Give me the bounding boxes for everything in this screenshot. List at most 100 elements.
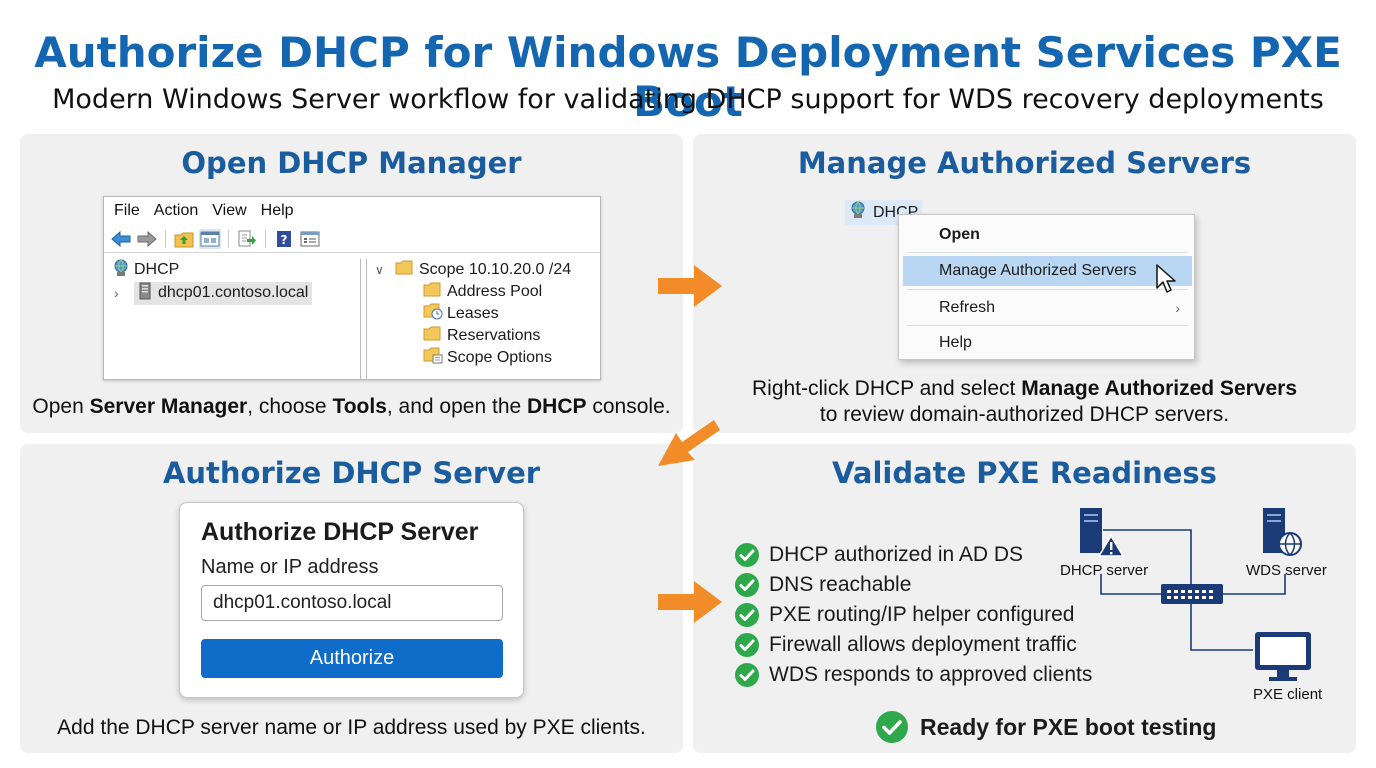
dhcp-globe-icon [849,201,867,224]
flow-arrow-down-left [658,420,720,466]
dhcp-globe-icon [112,259,130,282]
flow-arrow-right [658,265,722,307]
toolbar-separator [228,229,229,248]
step1-caption: Open Server Manager, choose Tools, and o… [32,395,671,418]
context-menu: Open Manage Authorized Servers Refresh ›… [898,214,1195,360]
panel-title: Open DHCP Manager [181,146,522,180]
tree-node-address-pool[interactable]: Address Pool [423,281,542,303]
folder-icon [395,260,413,280]
pxe-client-label: PXE client [1253,686,1323,703]
tree-node-dhcp[interactable]: DHCP [845,200,923,225]
field-label: Name or IP address [201,556,379,578]
tree-node-dhcp[interactable]: DHCP [112,259,179,281]
network-diagram [1080,508,1311,681]
panel-title: Manage Authorized Servers [797,146,1252,180]
panel-authorize-dhcp-server: Authorize DHCP Server Authorize DHCP Ser… [20,444,683,753]
dhcp-server-label: DHCP server [1060,562,1149,579]
tree-node-scope-label: Scope 10.10.20.0 /24 [419,261,572,278]
ready-status-label: Ready for PXE boot testing [920,713,1217,740]
toolbar-separator [165,229,166,248]
check-item-label: DNS reachable [769,573,912,596]
tree-node-server[interactable]: › dhcp01.contoso.local [114,281,313,305]
menu-view[interactable]: View [212,202,247,219]
wds-server-label: WDS server [1246,562,1327,579]
chevron-right-icon: › [1175,300,1180,316]
check-icon [735,543,759,567]
tree-node-scope[interactable]: ∨ Scope 10.10.20.0 /24 [375,259,571,281]
chevron-right-icon[interactable]: › [114,285,119,301]
menu-item-help[interactable]: Help [939,334,972,351]
menu-separator [907,325,1188,326]
check-item-label: DHCP authorized in AD DS [769,543,1024,566]
check-item: DHCP authorized in AD DS [734,542,1023,568]
menu-item-refresh[interactable]: Refresh › [903,293,1192,323]
tree-node-server-label: dhcp01.contoso.local [158,284,309,301]
toolbar: ? [104,225,600,253]
step3-caption: Add the DHCP server name or IP address u… [57,716,646,739]
server-name-input[interactable] [201,585,503,621]
tree-node-reservations[interactable]: Reservations [423,325,540,347]
menu-item-manage-authorized-servers[interactable]: Manage Authorized Servers [903,256,1192,286]
menu-item-open[interactable]: Open [939,226,980,243]
tree-node-server-selected: dhcp01.contoso.local [134,281,313,305]
check-item: Firewall allows deployment traffic [734,632,1077,658]
check-item-label: Firewall allows deployment traffic [769,633,1077,656]
globe-icon [1278,532,1302,556]
menu-file[interactable]: File [114,202,140,219]
help-icon[interactable]: ? [273,229,295,249]
folder-icon [423,282,441,302]
flow-arrow-right [658,581,722,623]
panel-open-dhcp-manager: Open DHCP Manager File Action View Help [20,134,683,433]
back-arrow-icon[interactable] [110,229,132,249]
tree-node-reservations-label: Reservations [447,327,541,344]
warning-icon [1097,534,1125,557]
tree-node-scope-options[interactable]: Scope Options [423,347,552,369]
menu-item-refresh-label: Refresh [939,299,996,316]
monitor-icon [1255,632,1311,681]
page-title: Authorize DHCP for Windows Deployment Se… [34,28,1342,126]
svg-text:?: ? [281,233,288,247]
console-icon[interactable] [199,228,221,249]
panel-title: Validate PXE Readiness [832,456,1217,490]
panel-validate-pxe-readiness: Validate PXE Readiness DHCP authorized i… [693,444,1356,753]
server-icon [138,282,152,305]
check-item: PXE routing/IP helper configured [734,602,1074,628]
check-icon [735,603,759,627]
tree-node-leases[interactable]: Leases [423,303,499,325]
check-item: WDS responds to approved clients [734,662,1092,688]
check-icon [735,633,759,657]
tree-node-scope-options-label: Scope Options [447,349,552,366]
authorize-dialog: Authorize DHCP Server Name or IP address… [179,502,524,698]
cursor-icon [1156,264,1176,293]
ready-status: Ready for PXE boot testing [875,710,1216,744]
folder-icon [423,326,441,346]
dhcp-console-window: File Action View Help [103,196,601,380]
check-item-label: PXE routing/IP helper configured [769,603,1075,626]
switch-icon [1161,584,1223,604]
scope-options-icon [423,347,443,369]
tree-node-leases-label: Leases [447,305,499,322]
check-item: DNS reachable [734,572,911,598]
tree-node-address-pool-label: Address Pool [447,283,543,300]
check-icon [735,573,759,597]
authorize-button[interactable]: Authorize [201,639,503,678]
network-links [1100,529,1286,651]
leases-icon [423,303,443,325]
server-icon [1080,508,1102,553]
check-icon [876,711,908,743]
menu-action[interactable]: Action [153,202,199,219]
page-subtitle: Modern Windows Server workflow for valid… [52,84,1324,115]
menu-separator [907,252,1188,253]
forward-arrow-icon[interactable] [136,229,158,249]
properties-icon[interactable] [299,229,321,249]
menu-bar: File Action View Help [104,197,600,225]
export-icon[interactable] [236,229,258,249]
tree-node-dhcp-label: DHCP [134,261,180,278]
toolbar-separator [265,229,266,248]
menu-help[interactable]: Help [260,202,294,219]
folder-up-icon[interactable] [173,229,195,249]
chevron-down-icon[interactable]: ∨ [375,263,384,277]
panel-title: Authorize DHCP Server [162,456,541,490]
step2-caption: Right-click DHCP and select Manage Autho… [751,377,1298,426]
tree-pane-left: DHCP › dhcp01.contoso.local [104,259,361,379]
